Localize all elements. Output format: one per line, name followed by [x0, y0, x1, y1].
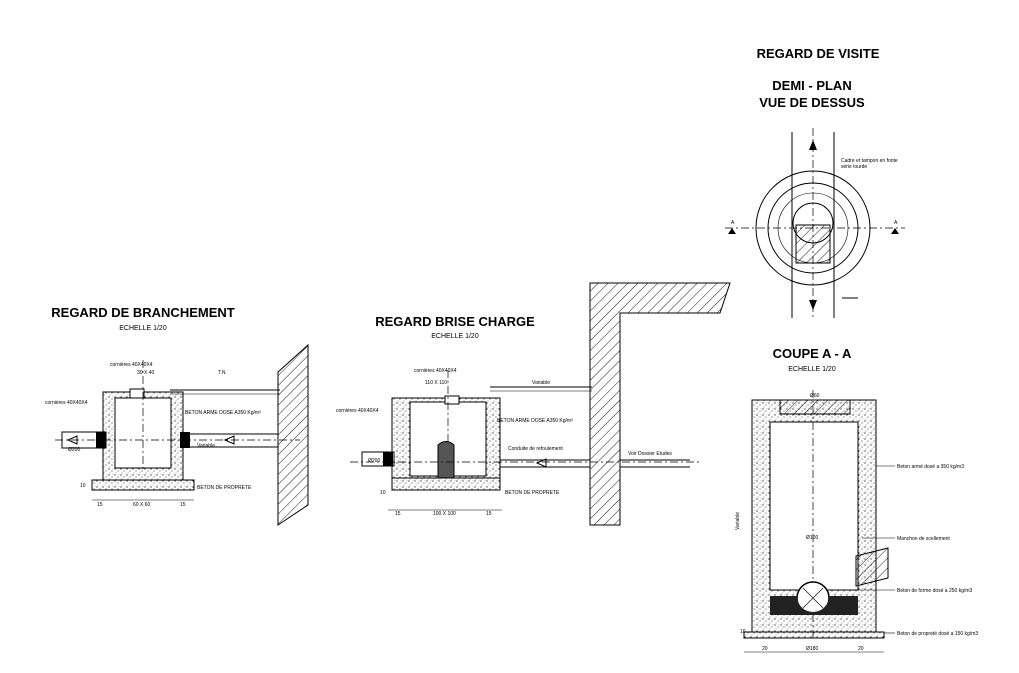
- label-dim-bottom: 60 X 60: [133, 502, 150, 508]
- wall-right: [277, 343, 309, 526]
- wall-l-shape: [589, 282, 731, 526]
- base-slab: [91, 479, 195, 491]
- label-pipe: Ø200: [368, 458, 380, 464]
- label-variable: Variable: [532, 380, 550, 386]
- label-d20a: 20: [762, 646, 768, 652]
- label-proprete: Beton de propreté dosé a 150 kg/m3: [897, 631, 978, 637]
- label-cadre-2: série lourde: [841, 164, 867, 170]
- title-brise-charge: REGARD BRISE CHARGE: [375, 314, 535, 329]
- label-beton-proprete: BETON DE PROPRETE: [197, 485, 252, 491]
- label-beton-arme: BETON ARME DOSE A350 Kg/m³: [185, 410, 261, 416]
- label-pipe: Ø200: [68, 447, 80, 453]
- title-coupe: COUPE A - A: [773, 346, 852, 361]
- title-visite: REGARD DE VISITE: [757, 46, 880, 61]
- scale-branchement: ECHELLE 1/20: [119, 325, 167, 332]
- label-corniere-1: cornières 40X40X4: [414, 368, 457, 374]
- label-variable: Variable: [197, 443, 215, 449]
- label-d15b: 15: [180, 502, 186, 508]
- label-forme: Beton de forme dosé a 250 kg/m3: [897, 588, 973, 594]
- label-voir: Voir Dossier Etudes: [628, 451, 672, 457]
- title-vue-dessus: VUE DE DESSUS: [759, 95, 865, 110]
- label-d15b: 15: [486, 511, 492, 517]
- title-demi-plan: DEMI - PLAN: [772, 78, 851, 93]
- base-slab: [391, 477, 501, 491]
- label-d10: 10: [380, 490, 386, 496]
- label-d10: 10: [80, 483, 86, 489]
- label-corniere-1: cornières 40X40X4: [110, 362, 153, 368]
- regard-visite-plan: REGARD DE VISITE DEMI - PLAN VUE DE DESS…: [725, 46, 905, 320]
- label-d15a: 15: [97, 502, 103, 508]
- label-corniere-2: cornières 40X40X4: [336, 408, 379, 414]
- label-d60: Ø60: [810, 393, 820, 399]
- label-variable: Variable: [735, 512, 741, 530]
- regard-branchement: REGARD DE BRANCHEMENT ECHELLE 1/20 corni…: [45, 305, 309, 526]
- label-dim-top: 30 X 40: [137, 370, 154, 376]
- label-a-right: A: [894, 220, 898, 226]
- label-d10: 10: [740, 629, 746, 635]
- label-tn: T.N: [218, 370, 226, 376]
- label-corniere-2: cornières 40X40X4: [45, 400, 88, 406]
- scale-coupe: ECHELLE 1/20: [788, 366, 836, 373]
- scale-brise-charge: ECHELLE 1/20: [431, 333, 479, 340]
- label-dim-bottom: 100 X 100: [433, 511, 456, 517]
- coupe-a-a: COUPE A - A ECHELLE 1/20 Beton armé dosé…: [735, 346, 978, 653]
- label-manchon: Manchon de scellement: [897, 536, 950, 542]
- label-beton-proprete: BETON DE PROPRETE: [505, 490, 560, 496]
- label-beton-arme: Beton armé dosé a 350 kg/m3: [897, 464, 964, 470]
- regard-brise-charge: REGARD BRISE CHARGE ECHELLE 1/20 cornièr…: [336, 282, 731, 526]
- label-cadre: Cadre et tampon en fonte: [841, 158, 898, 164]
- label-conduite: Conduite de refoulement: [508, 446, 563, 452]
- label-a-left: A: [731, 220, 735, 226]
- label-d20b: 20: [858, 646, 864, 652]
- title-branchement: REGARD DE BRANCHEMENT: [51, 305, 235, 320]
- label-d180: Ø180: [806, 646, 818, 652]
- label-beton-arme: BETON ARME DOSE A350 Kg/m³: [497, 418, 573, 424]
- label-d15a: 15: [395, 511, 401, 517]
- label-dim-top: 110 X 110: [425, 380, 447, 386]
- label-d100: Ø100: [806, 535, 818, 541]
